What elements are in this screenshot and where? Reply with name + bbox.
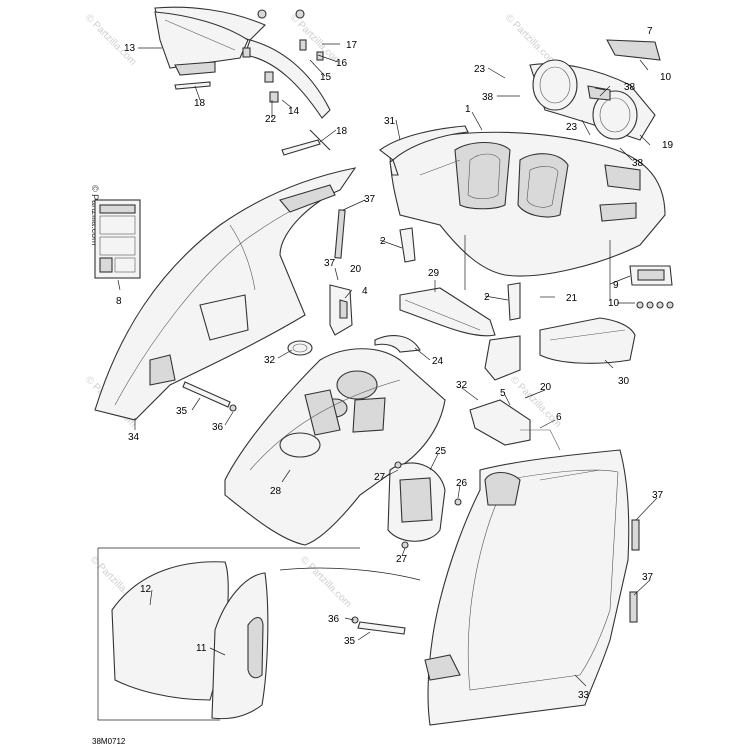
callout-15: 15 (320, 72, 332, 83)
part-upper-trim (154, 6, 331, 119)
part-ring-32 (287, 340, 313, 356)
part-clip-18-top (174, 81, 211, 90)
callout-11: 11 (196, 643, 207, 654)
callouts: 13 18 17 16 15 14 22 18 31 1 7 23 38 38 … (92, 26, 674, 746)
callout-14: 14 (288, 106, 300, 117)
reference-code: 38M0712 (92, 737, 126, 746)
callout-26: 26 (456, 478, 468, 489)
callout-37: 37 (364, 194, 376, 205)
callout-38: 38 (482, 92, 494, 103)
callout-18: 18 (336, 126, 348, 137)
part-rod-35-left (182, 381, 237, 412)
watermark: © Partzilla.com (298, 554, 353, 609)
watermark: © Partzilla.com (503, 12, 558, 67)
part-strap-2 (399, 227, 521, 321)
part-warning-label (94, 199, 141, 279)
callout-16: 16 (336, 58, 348, 69)
callout-1: 1 (465, 104, 471, 115)
callout-3: 32 (456, 380, 468, 391)
part-rod-35-right (351, 616, 406, 635)
callout-4: 4 (362, 286, 368, 297)
callout-37: 37 (652, 490, 664, 501)
callout-23: 23 (474, 64, 486, 75)
callout-28: 28 (270, 486, 282, 497)
watermark: © Partzilla.com (83, 12, 138, 67)
part-switch-9 (629, 265, 674, 309)
part-box-center (484, 335, 521, 381)
callout-18: 18 (194, 98, 206, 109)
callout-27: 27 (374, 472, 386, 483)
callout-24: 24 (432, 356, 444, 367)
callout-36: 36 (328, 614, 340, 625)
callout-32: 32 (264, 355, 276, 366)
part-bracket-4 (329, 284, 353, 336)
callout-25: 25 (435, 446, 447, 457)
callout-37: 37 (324, 258, 336, 269)
callout-10: 10 (608, 298, 620, 309)
callout-19: 19 (662, 140, 674, 151)
watermark: © Partzilla.com (288, 12, 343, 67)
leader-lines (117, 43, 658, 687)
callout-38: 38 (624, 82, 636, 93)
callout-2: 2 (380, 236, 386, 247)
callout-6: 6 (556, 412, 562, 423)
part-rod-37 (334, 209, 640, 623)
callout-9: 9 (613, 280, 619, 291)
callout-36: 36 (212, 422, 224, 433)
part-cover-24 (374, 335, 421, 353)
part-side-cover-31 (379, 125, 469, 176)
part-gauge-cluster (529, 39, 661, 141)
callout-35: 35 (176, 406, 188, 417)
callout-7: 7 (647, 26, 653, 37)
callout-23: 23 (566, 122, 578, 133)
callout-33: 33 (578, 690, 590, 701)
part-lid-30 (539, 317, 636, 364)
callout-34: 34 (128, 432, 140, 443)
part-center-console-28 (224, 348, 446, 546)
callout-30: 30 (618, 376, 630, 387)
part-electrical-25 (387, 461, 462, 549)
part-dashboard (389, 131, 666, 277)
callout-35: 35 (344, 636, 356, 647)
callout-12: 12 (140, 584, 152, 595)
callout-8: 8 (116, 296, 122, 307)
part-right-side-panel (424, 449, 630, 726)
callout-17: 17 (346, 40, 358, 51)
callout-13: 13 (124, 43, 136, 54)
inset-box (97, 547, 360, 721)
part-bracket-18 (281, 129, 331, 156)
callout-31: 31 (384, 116, 396, 127)
callout-27: 27 (396, 554, 408, 565)
callout-38: 38 (632, 158, 644, 169)
callout-10: 10 (660, 72, 672, 83)
callout-5: 5 (500, 388, 506, 399)
callout-37: 37 (642, 572, 654, 583)
part-deflector-29 (399, 287, 496, 337)
callout-29: 29 (428, 268, 440, 279)
callout-21: 21 (566, 293, 578, 304)
callout-22: 22 (265, 114, 277, 125)
callout-2: 2 (484, 292, 490, 303)
part-left-side-panel (94, 167, 357, 421)
callout-20: 20 (350, 264, 362, 275)
part-bracket-6 (469, 399, 561, 451)
callout-20: 20 (540, 382, 552, 393)
